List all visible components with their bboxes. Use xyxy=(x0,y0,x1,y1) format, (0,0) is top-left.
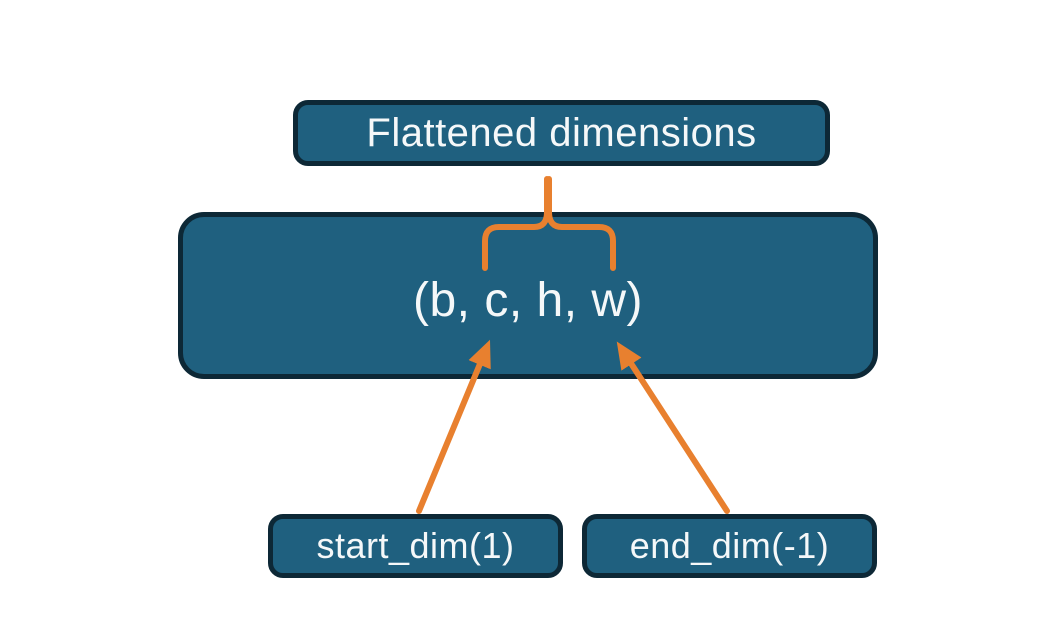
start-dim-label: start_dim(1) xyxy=(316,525,515,566)
tensor-shape-label: (b, c, h, w) xyxy=(412,274,644,327)
start-dim-box: start_dim(1) xyxy=(268,514,563,578)
end-dim-box: end_dim(-1) xyxy=(582,514,877,578)
flattened-dimensions-label: Flattened dimensions xyxy=(366,110,757,155)
tensor-shape-box: (b, c, h, w) xyxy=(178,212,878,379)
end-dim-label: end_dim(-1) xyxy=(629,525,830,566)
flattened-dimensions-box: Flattened dimensions xyxy=(293,100,830,166)
